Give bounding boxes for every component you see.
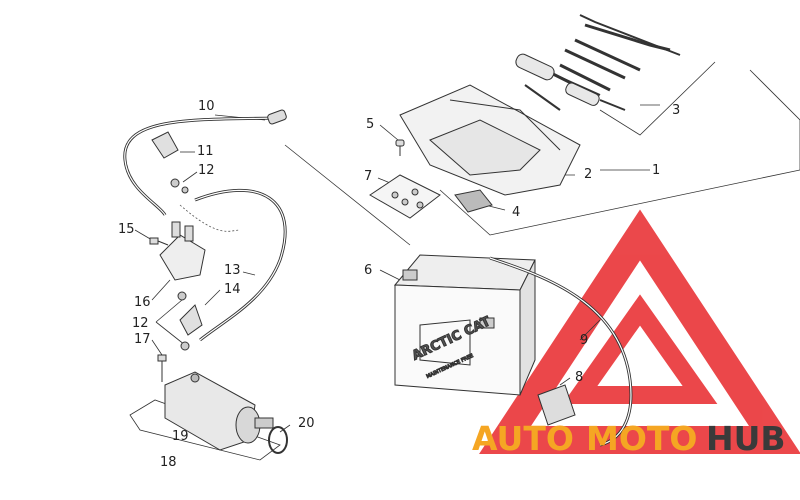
- watermark-logo: [479, 209, 800, 454]
- cable-part-10: [123, 109, 287, 216]
- callout-12-lower: 12: [132, 316, 149, 331]
- callout-4: 4: [512, 205, 520, 220]
- solenoid-part-16: [159, 221, 206, 281]
- callout-11: 11: [197, 144, 214, 159]
- callout-15: 15: [118, 222, 135, 237]
- cable-part-9-inner: [489, 257, 632, 446]
- callout-12-upper: 12: [198, 163, 215, 178]
- nut-part-12: [170, 178, 190, 351]
- screw-part-15: [149, 237, 169, 246]
- screw-part-5: [395, 139, 405, 156]
- boot-part-14: [179, 304, 203, 336]
- callout-5: 5: [366, 117, 374, 132]
- cable-part-13: [179, 188, 287, 342]
- watermark-triangle-inner: [562, 294, 718, 404]
- callout-19: 19: [172, 429, 189, 444]
- callout-1: 1: [652, 163, 660, 178]
- callout-13: 13: [224, 263, 241, 278]
- callout-17: 17: [134, 332, 151, 347]
- hardware-pack: [369, 174, 441, 219]
- callout-3: 3: [672, 103, 680, 118]
- watermark-hub: HUB: [706, 419, 786, 458]
- boot-part-11: [151, 131, 179, 159]
- terminal-cap-part-8: [537, 384, 576, 426]
- callout-labels: 1 2 3 4 5 7 6 8 9 10 11 12 12 13 14 15 1…: [118, 99, 680, 470]
- callout-6: 7: [364, 169, 372, 184]
- watermark-triangle-outer: [479, 209, 800, 454]
- callout-20: 20: [298, 416, 315, 431]
- callout-18: 18: [160, 455, 177, 470]
- callout-2: 2: [584, 167, 592, 182]
- callout-16: 16: [134, 295, 151, 310]
- callout-9: 9: [580, 333, 588, 348]
- callout-10: 10: [198, 99, 215, 114]
- tool-kit: [515, 14, 681, 111]
- battery: ARCTIC CAT MAINTENANCE FREE: [393, 254, 536, 396]
- watermark-moto: MOTO: [586, 419, 697, 458]
- watermark-auto: AUTO: [472, 419, 574, 458]
- watermark-text: AUTO MOTO HUB: [472, 419, 786, 458]
- callout-14: 14: [224, 282, 241, 297]
- foam-block: [454, 189, 493, 213]
- tool-tray: [399, 84, 581, 196]
- starter-motor-part-19: [164, 371, 274, 451]
- callout-8: 8: [575, 370, 583, 385]
- callout-7: 6: [364, 263, 372, 278]
- o-ring-part-20: [268, 426, 288, 454]
- bolt-part-17: [157, 354, 167, 382]
